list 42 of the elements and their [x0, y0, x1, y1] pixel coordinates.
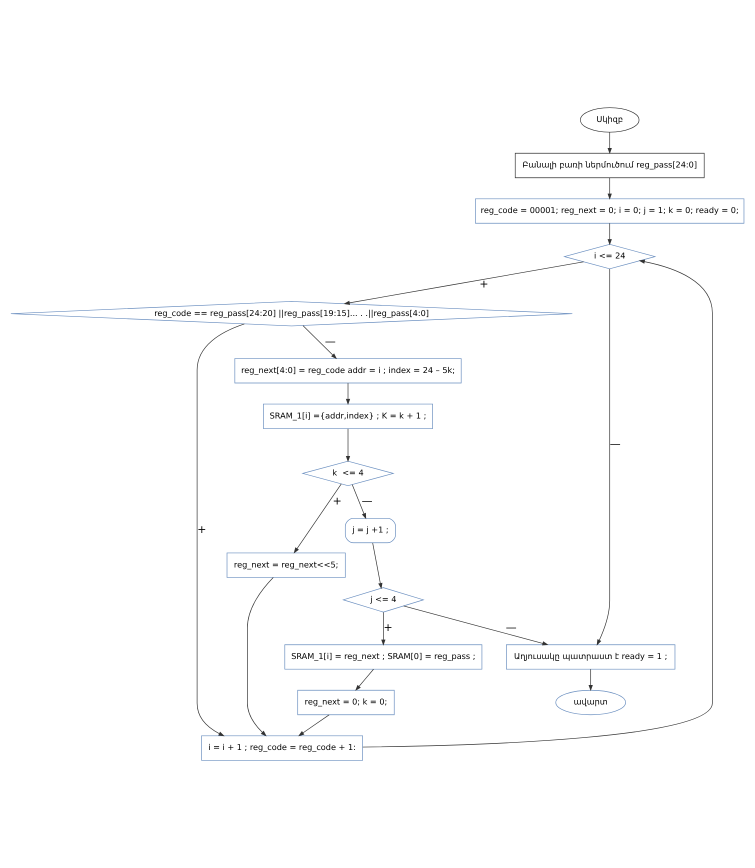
- arrow: [355, 668, 374, 691]
- edge-label: —: [506, 620, 517, 634]
- node-box: j = j +1 ;: [344, 518, 396, 544]
- arrow: [362, 260, 713, 748]
- arrow: [403, 606, 548, 646]
- arrow: [372, 542, 382, 590]
- arrow: [588, 668, 593, 692]
- node-diamond: k <= 4: [301, 460, 395, 486]
- arrow: [352, 484, 366, 520]
- arrow: [346, 382, 350, 405]
- node-box: reg_next[4:0] = reg_code addr = i ; index = 24 – 5k;: [234, 358, 462, 384]
- arrow: [608, 132, 612, 154]
- edge-label: +: [479, 278, 489, 291]
- node-box: SRAM_1[i] = reg_next ; SRAM[0] = reg_pass ;: [284, 644, 482, 670]
- arrow: [302, 325, 337, 360]
- node-box: i = i + 1 ; reg_code = reg_code + 1:: [201, 735, 363, 761]
- edge-label: —: [324, 334, 336, 348]
- arrow: [381, 612, 386, 646]
- arrow: [196, 324, 245, 736]
- arrow: [346, 428, 350, 462]
- arrow: [344, 261, 584, 305]
- node-box: Բանալի բառի ներմուծում reg_pass[24:0]: [514, 152, 705, 178]
- edge-label: —: [362, 494, 372, 508]
- node-box: SRAM_1[i] ={addr,index} ; K = k + 1 ;: [263, 404, 433, 429]
- node-diamond: i <= 24: [563, 244, 656, 270]
- arrow: [596, 268, 610, 646]
- node-diamond: j <= 4: [342, 587, 425, 612]
- node-box: Աղյուսակը պատրաստ է ready = 1 ;: [506, 644, 676, 670]
- node-ellipse: ավարտ: [555, 690, 626, 716]
- arrow: [247, 577, 274, 736]
- node-ellipse: Սկիզբ: [580, 107, 640, 133]
- edge-label: +: [384, 620, 393, 634]
- arrow: [294, 484, 342, 554]
- arrow: [608, 177, 612, 200]
- edge-label: +: [197, 523, 206, 536]
- edge-label: —: [610, 437, 621, 450]
- arrow: [298, 714, 330, 736]
- node-box: reg_next = 0; k = 0;: [297, 690, 395, 716]
- arrow: [608, 223, 612, 246]
- node-box: reg_next = reg_next<<5;: [226, 552, 346, 578]
- node-box: reg_code = 00001; reg_next = 0; i = 0; j = 1; k = 0; ready = 0;: [475, 198, 744, 224]
- edge-label: +: [332, 494, 342, 508]
